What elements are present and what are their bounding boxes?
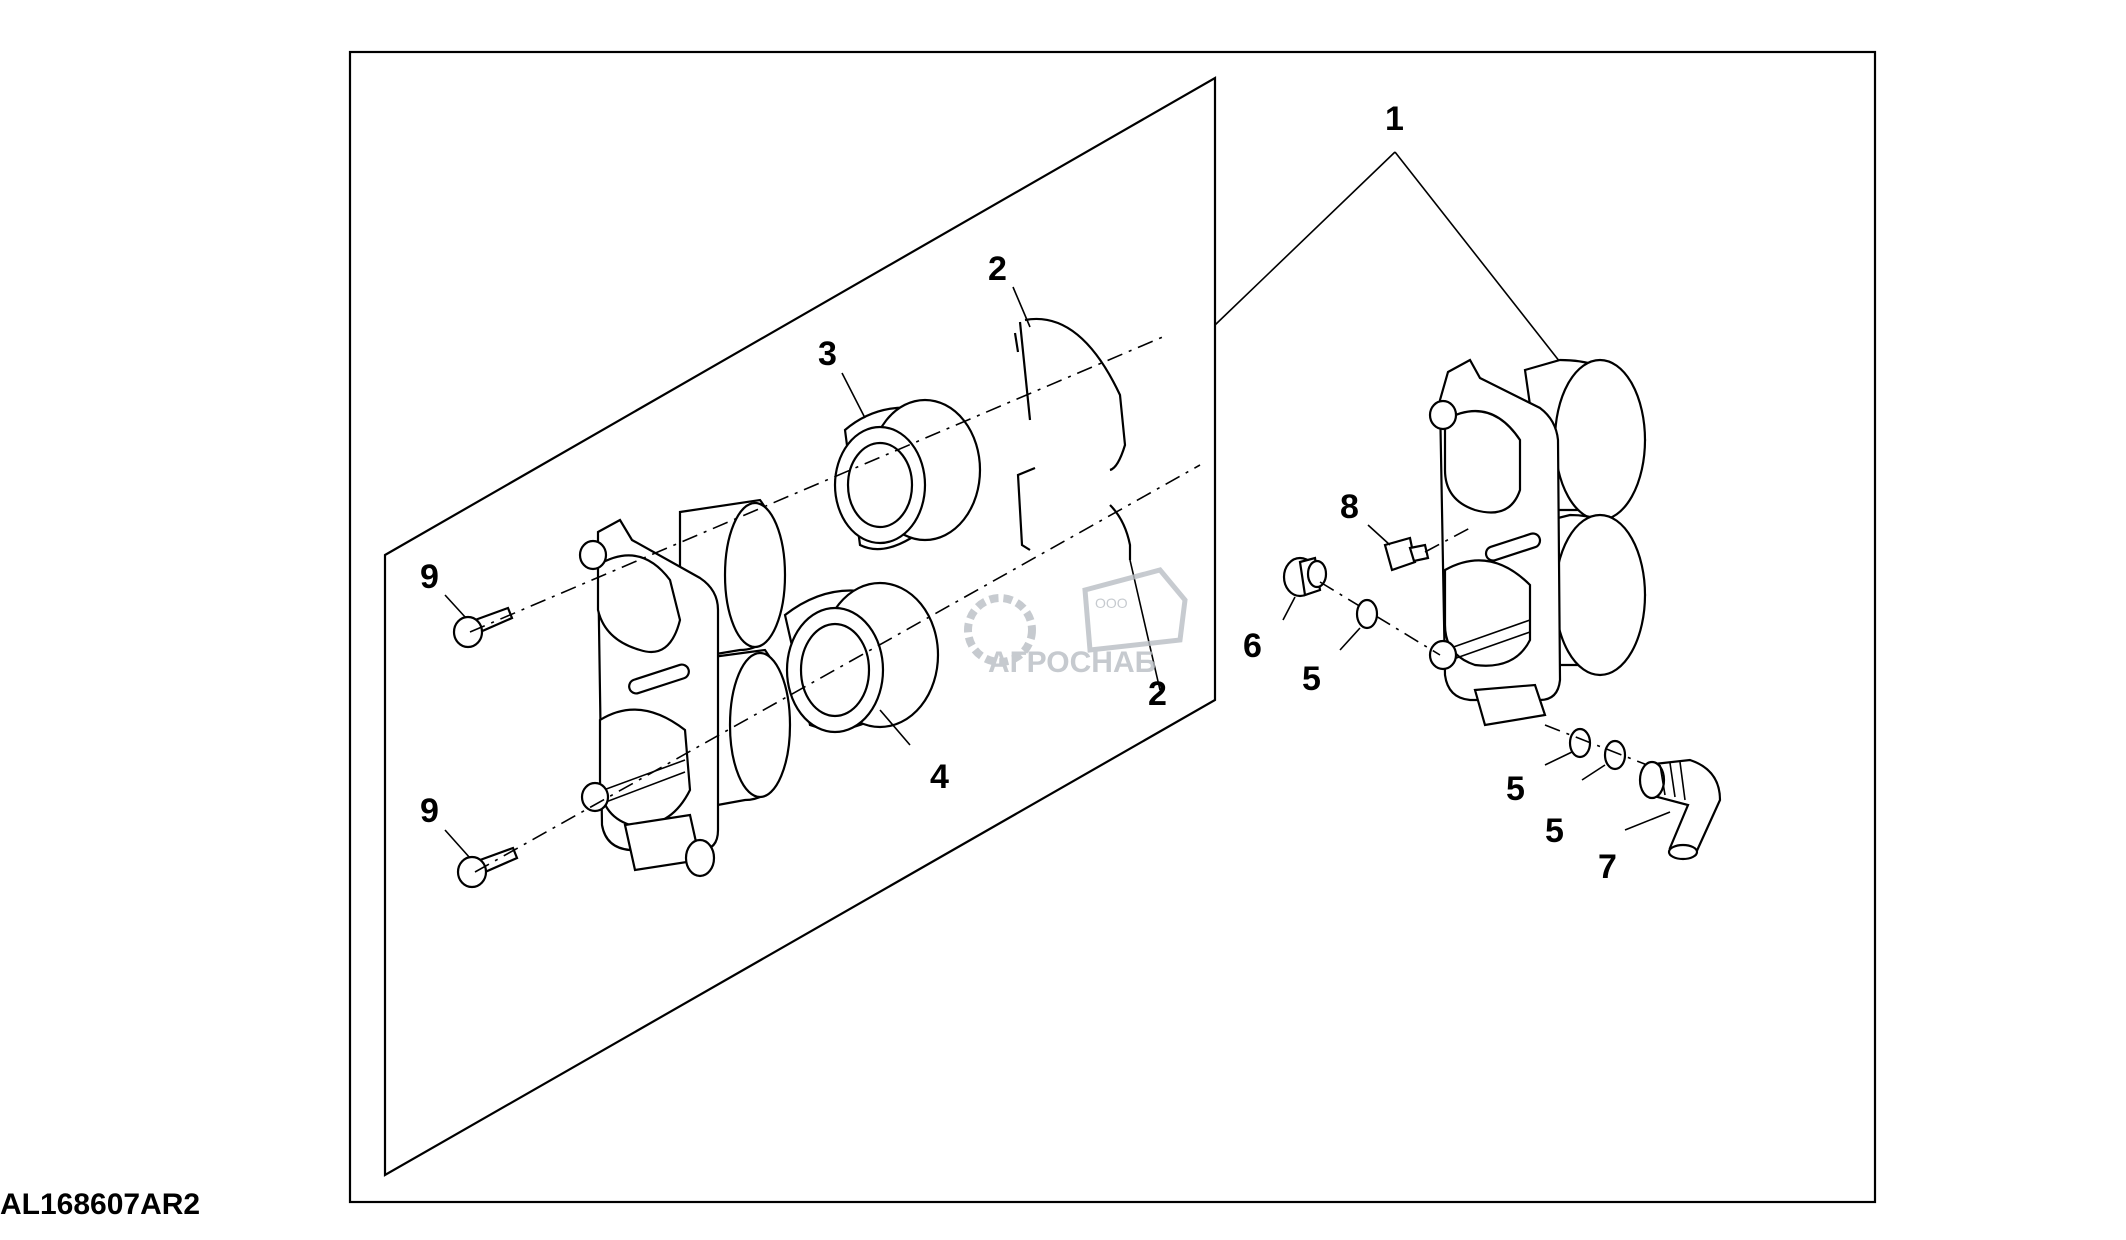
wire-clip-upper xyxy=(1013,317,1127,472)
callout-1-leaders xyxy=(1214,151,1561,363)
o-ring-lower-b xyxy=(1603,739,1627,771)
o-ring-upper xyxy=(1355,598,1379,630)
seal-3 xyxy=(833,398,982,551)
watermark-prefix: ООО xyxy=(1095,595,1128,611)
callout-7: 7 xyxy=(1598,848,1617,886)
callout-2-upper: 2 xyxy=(988,250,1007,288)
outer-frame xyxy=(348,50,1877,1204)
callout-5-lower-a: 5 xyxy=(1506,770,1525,808)
callout-8: 8 xyxy=(1340,488,1359,526)
o-ring-lower-a xyxy=(1568,727,1592,759)
callout-4: 4 xyxy=(930,758,949,796)
callout-6: 6 xyxy=(1243,627,1262,665)
right-housing xyxy=(1428,358,1647,727)
callout-leaders xyxy=(444,286,1671,859)
figure-id: AL168607AR2 xyxy=(0,1188,201,1221)
left-housing xyxy=(578,498,792,878)
plug-8 xyxy=(1383,527,1471,572)
callout-9-lower: 9 xyxy=(420,792,439,830)
wire-clip-lower xyxy=(1016,466,1132,560)
elbow-fitting-7 xyxy=(1638,758,1722,861)
left-axes xyxy=(469,335,1201,873)
callout-1: 1 xyxy=(1385,100,1404,138)
callout-5-upper: 5 xyxy=(1302,660,1321,698)
right-axis-upper xyxy=(1319,581,1441,656)
watermark-brand: АГРОСНАБ xyxy=(988,646,1156,679)
callout-2-lower: 2 xyxy=(1148,675,1167,713)
kit-panel xyxy=(383,76,1217,1177)
callout-3: 3 xyxy=(818,335,837,373)
right-axis-lower xyxy=(1544,724,1661,771)
callout-9-upper: 9 xyxy=(420,558,439,596)
seal-4 xyxy=(783,581,940,734)
plug-6 xyxy=(1282,556,1328,598)
watermark-logo: ООО АГРОСНАБ xyxy=(964,567,1188,679)
callout-5-lower-b: 5 xyxy=(1545,812,1564,850)
